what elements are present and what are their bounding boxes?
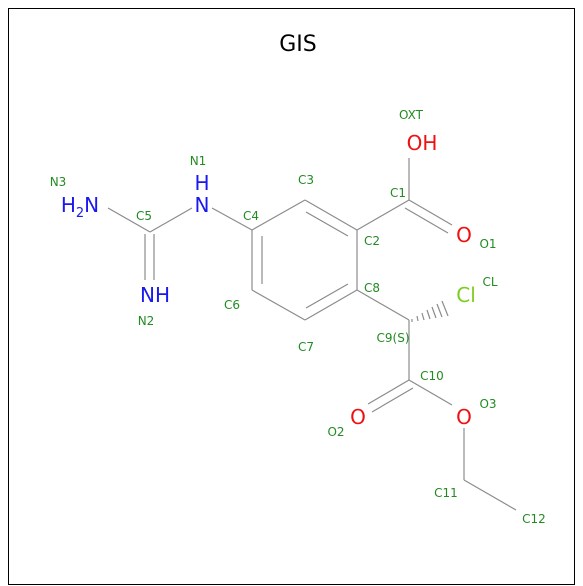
name-o2: O2	[327, 425, 344, 439]
bond-c2-c1	[356, 199, 410, 231]
bond-c9-cl-wedge	[411, 300, 449, 322]
bond-c10-o2-b	[371, 387, 414, 413]
bond-c8-c9	[356, 289, 410, 321]
bond-c1-o1-b	[404, 207, 449, 234]
atom-o2: O	[350, 405, 366, 429]
bond-c1-o1-a	[408, 199, 453, 226]
bond-c10-o2-a	[367, 379, 410, 405]
atom-oxt: OH	[407, 131, 438, 155]
bond-c11-c12	[463, 479, 517, 511]
name-c8: C8	[364, 281, 380, 295]
bond-c3-c2-inner	[305, 211, 349, 237]
name-n3: N3	[50, 175, 67, 189]
name-o3: O3	[479, 397, 496, 411]
bond-c4-n1	[211, 207, 253, 231]
atom-names: N1 N3 C5 N2 C4 C3 C6 C7 C2 C8 C1 OXT O1 …	[50, 108, 546, 526]
name-c6: C6	[224, 298, 240, 312]
atom-n1-h: H	[194, 171, 209, 195]
bond-c8-c7-inner	[305, 283, 349, 309]
bond-c8-c7	[304, 289, 358, 321]
atom-n2: NH	[140, 283, 170, 307]
bond-c7-c6	[251, 289, 306, 321]
name-c3: C3	[298, 173, 314, 187]
name-c5: C5	[136, 209, 152, 223]
name-cl: CL	[482, 275, 497, 289]
bond-c4-c3	[251, 199, 306, 231]
diagram-title: GIS	[279, 32, 317, 57]
bond-c10-o3	[408, 379, 453, 406]
name-c4: C4	[243, 209, 259, 223]
atom-labels: H N H2N NH OH O O O Cl	[61, 131, 476, 429]
name-n2: N2	[138, 314, 155, 328]
frame-border	[8, 8, 575, 585]
name-c10: C10	[420, 369, 444, 383]
name-o1: O1	[479, 237, 496, 251]
name-oxt: OXT	[399, 108, 424, 122]
bond-n1-c5	[149, 207, 193, 233]
name-c2: C2	[364, 234, 380, 248]
name-c11: C11	[434, 486, 458, 500]
bonds	[107, 158, 517, 511]
name-c9: C9(S)	[377, 331, 410, 345]
atom-o3: O	[456, 405, 472, 429]
bond-c3-c2	[304, 199, 358, 231]
name-c1: C1	[390, 186, 406, 200]
bond-c5-n3	[107, 207, 151, 233]
atom-n1: N	[195, 193, 210, 217]
name-n1: N1	[190, 154, 207, 168]
name-c7: C7	[298, 340, 314, 354]
atom-o1: O	[456, 223, 472, 247]
atom-n3: H2N	[61, 193, 99, 221]
atom-cl: Cl	[456, 283, 476, 307]
name-c12: C12	[522, 512, 546, 526]
